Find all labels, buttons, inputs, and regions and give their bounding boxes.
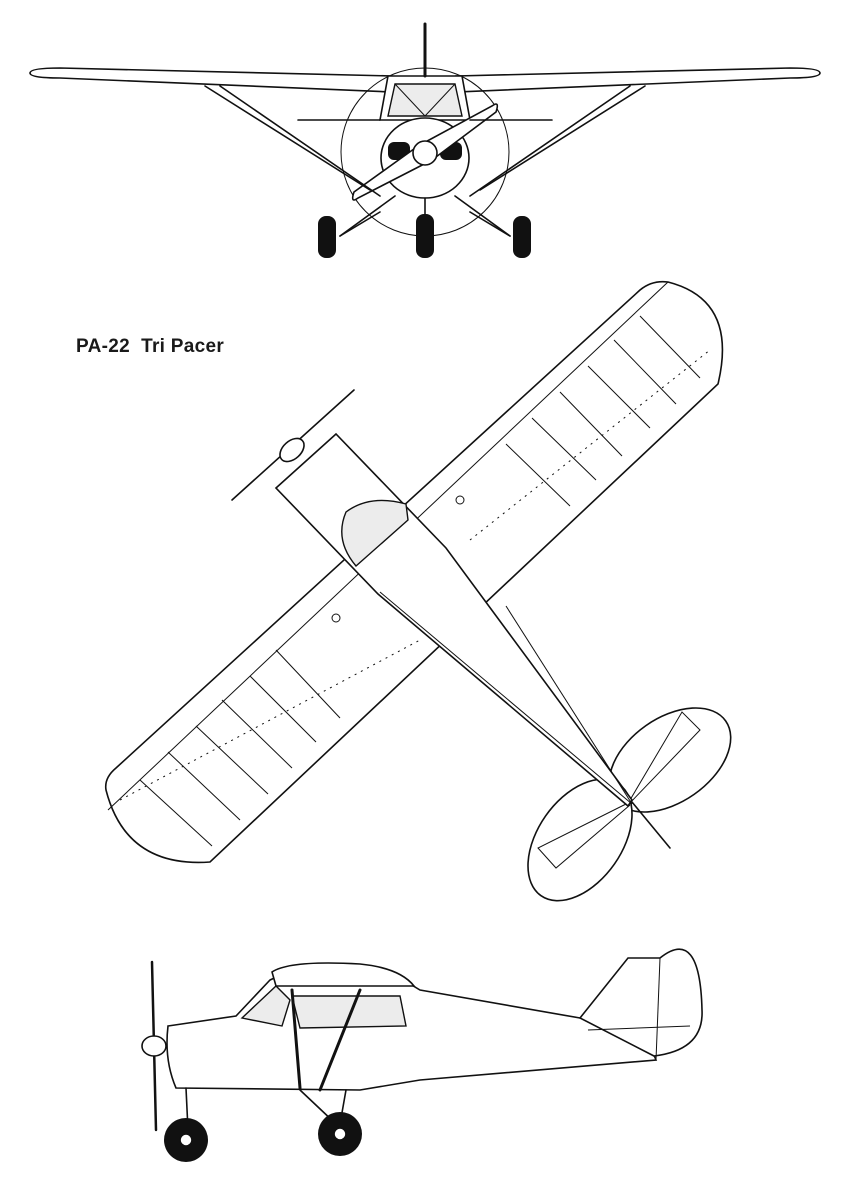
side-windshield <box>240 985 291 1027</box>
front-left-wheel <box>318 216 336 258</box>
front-spinner <box>412 140 438 166</box>
front-right-wheel <box>513 216 531 258</box>
front-windshield <box>387 83 463 117</box>
side-side-window <box>291 995 407 1029</box>
top-wing-ribs <box>139 315 701 847</box>
side-spinner <box>141 1035 167 1057</box>
top-canopy <box>341 499 409 567</box>
side-view <box>141 948 703 1162</box>
front-right-wing <box>455 67 821 93</box>
front-view <box>29 22 821 258</box>
front-left-wing <box>29 67 393 93</box>
front-propeller-blade <box>416 103 499 162</box>
top-view <box>104 280 732 902</box>
top-spinner <box>279 437 305 463</box>
side-fuselage <box>166 970 658 1091</box>
front-nose-wheel <box>416 214 434 258</box>
aircraft-title: PA-22 Tri Pacer <box>76 336 225 357</box>
side-roof <box>271 962 416 987</box>
